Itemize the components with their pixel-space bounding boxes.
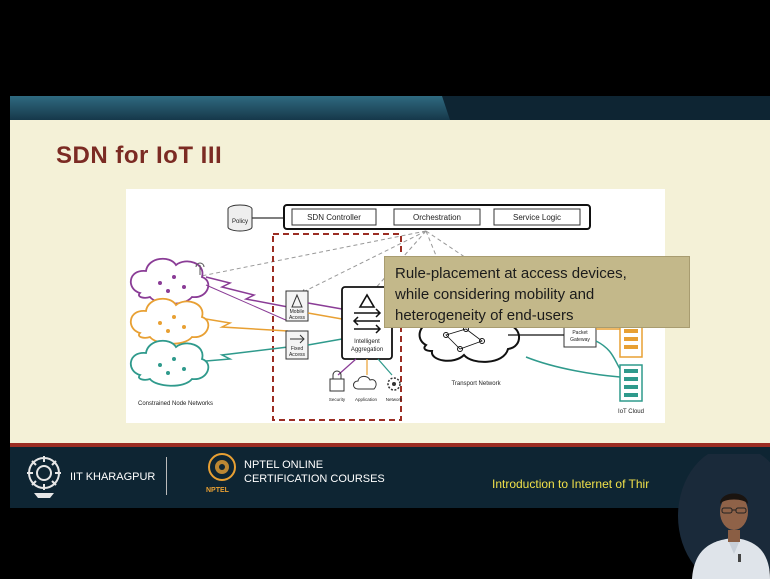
transport-network-label: Transport Network — [451, 381, 501, 387]
policy-db-icon: Policy — [227, 204, 253, 232]
callout-line: heterogeneity of end-users — [395, 307, 574, 324]
access-links — [307, 302, 343, 346]
mobile-access-label-2: Access — [289, 315, 306, 321]
application-label: Application — [355, 397, 378, 402]
service-logic-box — [493, 208, 581, 226]
application-cloud-icon: Application — [353, 375, 378, 402]
mobile-access-device: Mobile Access — [285, 290, 309, 322]
antenna-icon — [195, 262, 205, 275]
slide-title: SDN for IoT III — [56, 142, 223, 169]
nptel-line1: NPTEL ONLINE — [244, 459, 324, 471]
service-links — [337, 358, 393, 376]
mobile-access-label-1: Mobile — [290, 309, 305, 315]
callout-line: while considering mobility and — [395, 286, 595, 303]
slide: SDN for IoT III Policy SDN Controller Or… — [10, 96, 770, 508]
footer-divider — [10, 443, 770, 447]
orchestration-box — [393, 208, 481, 226]
constrained-node-networks-label: Constrained Node Networks — [138, 401, 213, 407]
nptel-logo-icon — [208, 453, 236, 481]
lock-icon: Security — [329, 370, 346, 402]
service-logic-label: Service Logic — [513, 213, 561, 222]
cloud-purple — [130, 257, 210, 305]
callout-box: Rule-placement at access devices, while … — [384, 256, 690, 328]
nptel-line2: CERTIFICATION COURSES — [244, 473, 385, 485]
iit-kharagpur-label: IIT KHARAGPUR — [70, 471, 156, 483]
cloud-teal — [130, 339, 210, 387]
wireless-links — [205, 276, 289, 362]
presenter-avatar — [678, 454, 770, 579]
footer-band: IIT KHARAGPUR NPTEL NPTEL ONLINE CERTIFI… — [10, 447, 770, 508]
presenter-video — [678, 454, 770, 579]
fixed-access-label-2: Access — [289, 352, 306, 358]
slide-top-band-accent — [10, 96, 450, 120]
callout-line: Rule-placement at access devices, — [395, 265, 627, 282]
iit-logo-icon — [27, 456, 61, 498]
security-label: Security — [329, 397, 346, 402]
fixed-access-device: Fixed Access — [285, 330, 309, 360]
footer-separator — [166, 457, 167, 495]
packet-gateway-label-1: Packet — [572, 330, 588, 336]
orchestration-label: Orchestration — [413, 213, 461, 222]
aggregation-label-1: Intelligent — [354, 339, 380, 345]
nptel-logo-text: NPTEL — [206, 487, 229, 494]
packet-gateway-label-2: Gateway — [570, 337, 590, 343]
sdn-controller-box — [291, 208, 377, 226]
cloud-orange — [130, 297, 210, 345]
policy-label: Policy — [232, 219, 248, 225]
fixed-access-label-1: Fixed — [291, 346, 303, 352]
iot-cloud-label: IoT Cloud — [618, 409, 644, 415]
network-gear-icon: Network — [386, 377, 403, 402]
network-label: Network — [386, 397, 403, 402]
aggregation-label-2: Aggregation — [351, 347, 383, 353]
server-rack-teal — [619, 364, 643, 402]
sdn-controller-label: SDN Controller — [307, 213, 361, 222]
gateway-links — [508, 328, 621, 378]
course-title: Introduction to Internet of Thir — [492, 477, 650, 491]
